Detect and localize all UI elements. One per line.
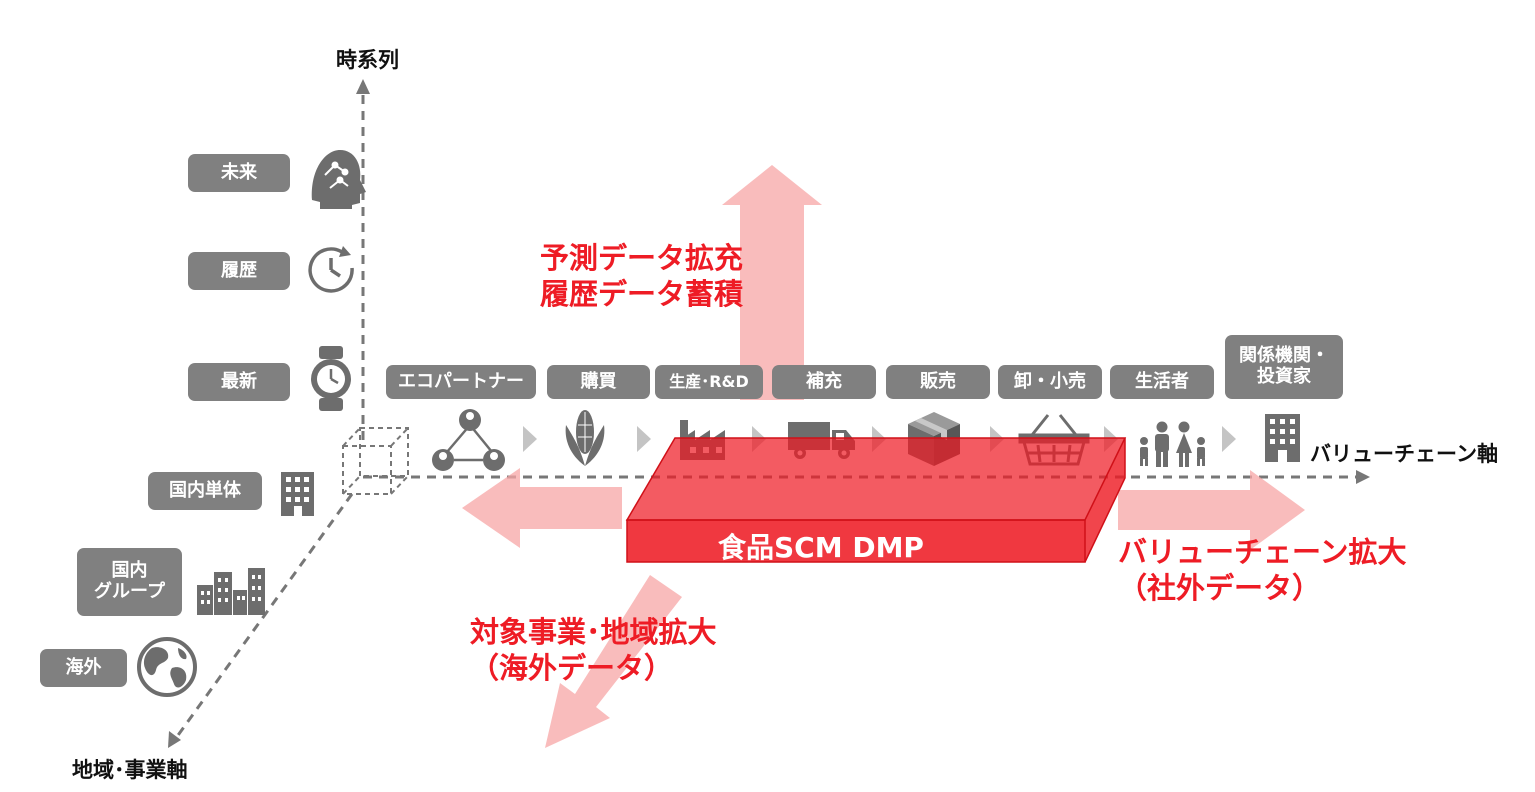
region-level-overseas: 海外 (40, 649, 127, 687)
vertical-expansion-line1: 予測データ拡充 (540, 241, 744, 275)
value-chain-institutions-investors: 関係機関・ 投資家 (1225, 335, 1343, 399)
corn-icon (565, 410, 605, 466)
time-level-future: 未来 (188, 154, 290, 192)
diagonal-expansion-text: 対象事業･地域拡大 （海外データ） (470, 614, 717, 687)
globe-icon (137, 637, 197, 697)
value-chain-sales: 販売 (886, 365, 990, 399)
family-icon (1140, 421, 1205, 467)
value-chain-consumer-label: 生活者 (1135, 370, 1189, 392)
slab-right-face (1085, 438, 1125, 562)
vertical-expansion-text: 予測データ拡充 履歴データ蓄積 (540, 240, 743, 313)
expansion-arrows (462, 165, 1305, 748)
diagonal-expansion-line1: 対象事業･地域拡大 (470, 615, 717, 649)
time-level-latest: 最新 (188, 363, 290, 401)
slab-top-face (627, 438, 1125, 520)
region-level-domestic-single: 国内単体 (148, 472, 262, 510)
time-level-latest-label: 最新 (221, 370, 257, 392)
value-chain-replenishment: 補充 (772, 365, 876, 399)
value-chain-axis-arrowhead (1356, 470, 1370, 484)
diagonal-expansion-arrow (545, 575, 682, 748)
value-chain-wholesale-retail-label: 卸・小売 (1014, 370, 1086, 392)
origin-cube (342, 427, 409, 495)
region-level-domestic-group: 国内 グループ (77, 548, 182, 616)
horizontal-expansion-line2: （社外データ） (1118, 571, 1322, 606)
dmp-platform-label: 食品SCM DMP (718, 531, 924, 564)
region-axis (174, 493, 354, 739)
value-chain-sales-label: 販売 (920, 370, 956, 392)
history-clock-icon (308, 246, 354, 293)
office-building-icon (1265, 414, 1300, 462)
horizontal-expansion-text: バリューチェーン拡大 （社外データ） (1118, 534, 1407, 607)
chevron-7 (1222, 426, 1236, 452)
time-axis-arrowhead (356, 79, 370, 94)
value-chain-production-rd: 生産･R&D (655, 365, 763, 399)
value-chain-purchasing-label: 購買 (580, 370, 617, 392)
value-chain-purchasing: 購買 (547, 365, 650, 399)
region-level-overseas-label: 海外 (65, 656, 102, 678)
region-level-domestic-group-line1: 国内 (111, 560, 148, 582)
value-chain-axis-label: バリューチェーン軸 (1310, 442, 1498, 466)
left-expansion-arrow (462, 468, 622, 548)
value-chain-eco-partner: エコパートナー (386, 365, 536, 399)
vertical-expansion-line2: 履歴データ蓄積 (540, 277, 744, 312)
chevron-1 (523, 426, 537, 452)
value-chain-eco-partner-label: エコパートナー (398, 370, 524, 392)
value-chain-institutions-line1: 関係機関・ (1239, 345, 1329, 367)
buildings-group-icon (197, 568, 265, 615)
building-icon (281, 472, 314, 516)
region-business-axis-label: 地域･事業軸 (72, 758, 188, 782)
value-chain-replenishment-label: 補充 (806, 370, 842, 392)
network-people-icon (432, 409, 505, 471)
value-chain-production-rd-label: 生産･R&D (669, 371, 749, 391)
time-level-future-label: 未来 (221, 161, 257, 183)
chevron-2 (637, 426, 651, 452)
right-expansion-arrow (1118, 470, 1305, 550)
region-level-domestic-group-line2: グループ (94, 581, 165, 602)
value-chain-wholesale-retail: 卸・小売 (998, 365, 1102, 399)
time-axis-label: 時系列 (336, 48, 399, 72)
value-chain-institutions-line2: 投資家 (1257, 366, 1311, 387)
horizontal-expansion-line1: バリューチェーン拡大 (1118, 535, 1407, 569)
region-level-domestic-single-label: 国内単体 (169, 479, 241, 501)
diagonal-expansion-line2: （海外データ） (470, 651, 674, 686)
time-level-history: 履歴 (188, 252, 290, 290)
watch-icon (311, 346, 351, 411)
dmp-platform-slab (625, 437, 1127, 563)
region-axis-arrowhead (168, 731, 181, 748)
value-chain-consumer: 生活者 (1110, 365, 1214, 399)
vertical-expansion-arrow (722, 165, 822, 400)
time-level-history-label: 履歴 (221, 259, 257, 281)
slab-front-face (627, 520, 1085, 562)
ai-head-icon (311, 150, 366, 209)
